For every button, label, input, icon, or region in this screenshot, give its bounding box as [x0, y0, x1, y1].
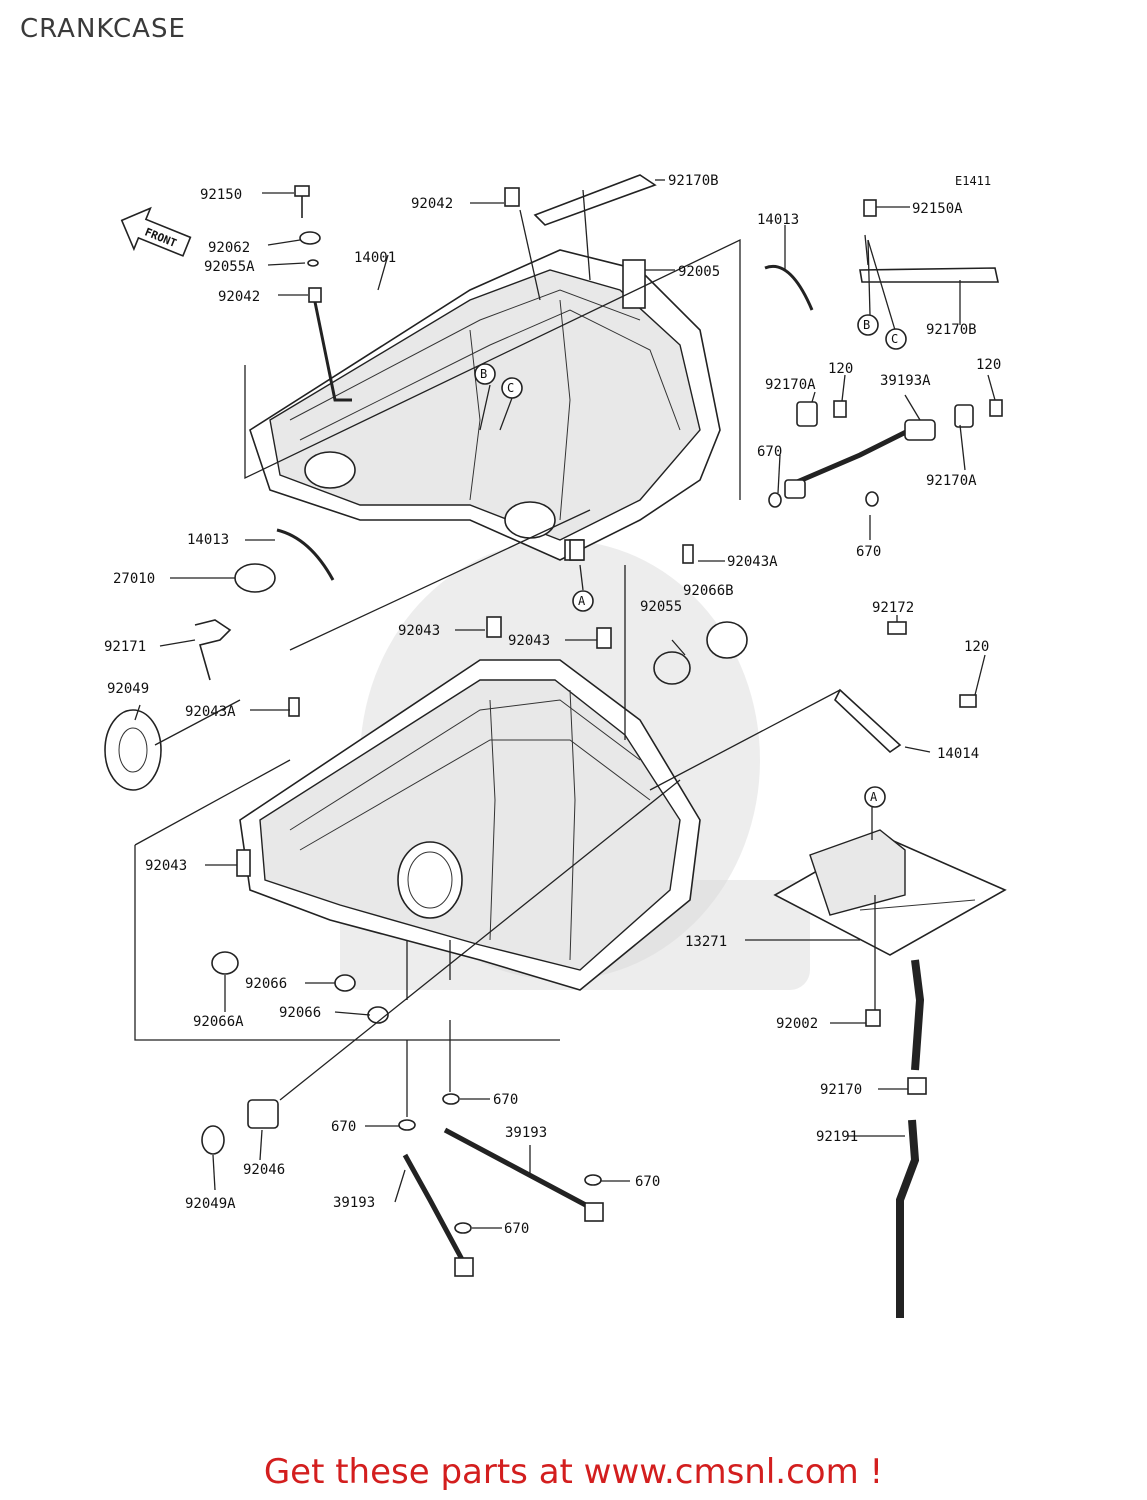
bracket-92170B [533, 174, 999, 283]
label-92171: 92171 [104, 639, 146, 655]
label-670: 670 [635, 1174, 660, 1190]
oil-pipe-39193 [402, 1127, 604, 1277]
label-92005: 92005 [678, 264, 720, 280]
label-92066: 92066 [279, 1005, 321, 1021]
callout-a-top: A [572, 590, 594, 612]
label-92170: 92170 [820, 1082, 862, 1098]
label-92043: 92043 [398, 623, 440, 639]
label-92170A: 92170A [765, 377, 816, 393]
label-92043: 92043 [508, 633, 550, 649]
callout-b-top: B [474, 363, 496, 385]
label-92170A: 92170A [926, 473, 977, 489]
oil-pipe-39193A [784, 419, 936, 499]
page-title: CRANKCASE [20, 14, 186, 44]
label-92043A: 92043A [727, 554, 778, 570]
hose-92191 [896, 959, 927, 1318]
label-92055A: 92055A [204, 259, 255, 275]
label-14013: 14013 [187, 532, 229, 548]
callout-c-right: C [885, 328, 907, 350]
svg-text:C: C [507, 381, 514, 395]
label-14014: 14014 [937, 746, 979, 762]
label-92043A: 92043A [185, 704, 236, 720]
diagram-code: E1411 [955, 174, 991, 188]
part-labels: 92150 92062 92055A 92042 14001 92042 921… [104, 173, 1001, 1237]
label-120: 120 [976, 357, 1001, 373]
callout-c-top: C [501, 377, 523, 399]
callout-b-right: B [857, 314, 879, 336]
label-27010: 27010 [113, 571, 155, 587]
label-92170B: 92170B [668, 173, 719, 189]
label-92049: 92049 [107, 681, 149, 697]
svg-text:A: A [870, 790, 878, 804]
svg-text:A: A [578, 594, 586, 608]
label-92046: 92046 [243, 1162, 285, 1178]
label-670: 670 [757, 444, 782, 460]
label-670: 670 [331, 1119, 356, 1135]
label-92043: 92043 [145, 858, 187, 874]
label-670: 670 [504, 1221, 529, 1237]
svg-text:B: B [863, 318, 870, 332]
label-92066: 92066 [245, 976, 287, 992]
label-92042: 92042 [411, 196, 453, 212]
label-14001: 14001 [354, 250, 396, 266]
leader-lines [134, 179, 996, 1229]
svg-text:C: C [891, 332, 898, 346]
label-670: 670 [856, 544, 881, 560]
label-92042: 92042 [218, 289, 260, 305]
label-92170B: 92170B [926, 322, 977, 338]
label-670: 670 [493, 1092, 518, 1108]
callout-a-right: A [864, 786, 886, 808]
label-92172: 92172 [872, 600, 914, 616]
label-92049A: 92049A [185, 1196, 236, 1212]
label-120: 120 [964, 639, 989, 655]
label-92066B: 92066B [683, 583, 734, 599]
label-92191: 92191 [816, 1129, 858, 1145]
small-parts [104, 185, 1003, 1234]
lower-crankcase [239, 659, 701, 991]
label-92002: 92002 [776, 1016, 818, 1032]
label-92066A: 92066A [193, 1014, 244, 1030]
svg-text:B: B [480, 367, 487, 381]
label-92055: 92055 [640, 599, 682, 615]
strainer-13271 [773, 829, 1007, 956]
label-39193A: 39193A [880, 373, 931, 389]
label-92062: 92062 [208, 240, 250, 256]
label-39193: 39193 [505, 1125, 547, 1141]
label-92150A: 92150A [912, 201, 963, 217]
footer-link-text[interactable]: Get these parts at www.cmsnl.com ! [263, 1452, 884, 1492]
label-14013: 14013 [757, 212, 799, 228]
label-120: 120 [828, 361, 853, 377]
label-39193: 39193 [333, 1195, 375, 1211]
label-92150: 92150 [200, 187, 242, 203]
label-13271: 13271 [685, 934, 727, 950]
front-arrow-icon: FRONT [120, 206, 192, 257]
